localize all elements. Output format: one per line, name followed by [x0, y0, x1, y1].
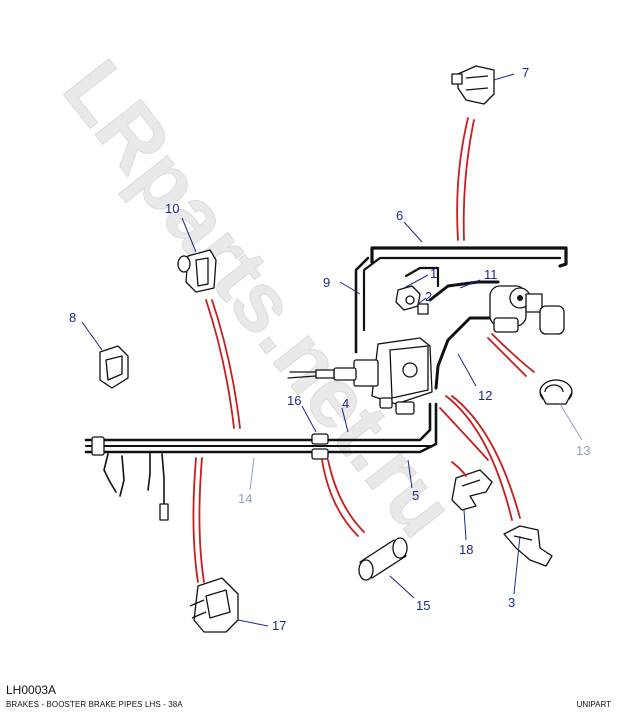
brake-pipes: [84, 246, 568, 521]
callout-leaders: [81, 73, 583, 627]
brand-label: UNIPART: [576, 700, 611, 709]
callout-9: 9: [323, 275, 330, 290]
pump-motor: [489, 285, 565, 335]
callout-8: 8: [69, 310, 76, 325]
callout-12: 12: [478, 388, 492, 403]
callout-1: 1: [430, 266, 437, 281]
callout-14: 14: [238, 491, 252, 506]
callout-7: 7: [522, 65, 529, 80]
callout-17: 17: [272, 618, 286, 633]
callout-2: 2: [425, 289, 432, 304]
callout-11: 11: [484, 267, 498, 282]
red-location-markers: [192, 117, 535, 583]
clamp-part-13: [539, 379, 573, 405]
callout-15: 15: [416, 598, 430, 613]
callout-13: 13: [576, 443, 590, 458]
clip-part-17: [189, 577, 239, 633]
diagram-code: LH0003A: [6, 683, 57, 697]
valve-block-assembly: [287, 285, 433, 415]
callout-numbers: 1 2 3 4 5 6 7 8 9 10 11 12 13 14 15 16 1…: [69, 65, 590, 633]
callout-16: 16: [287, 393, 301, 408]
clip-part-8: [99, 345, 129, 389]
callout-4: 4: [342, 396, 349, 411]
clip-part-3: [503, 525, 553, 567]
diagram-title: BRAKES - BOOSTER BRAKE PIPES LHS - 38A: [6, 700, 183, 709]
clip-part-7: [451, 65, 495, 105]
callout-18: 18: [459, 542, 473, 557]
callout-6: 6: [396, 208, 403, 223]
callout-3: 3: [508, 595, 515, 610]
callout-5: 5: [412, 488, 419, 503]
callout-10: 10: [165, 201, 179, 216]
sleeve-part-15: [358, 537, 408, 581]
clip-part-10: [177, 249, 217, 293]
clip-part-18: [451, 469, 493, 511]
